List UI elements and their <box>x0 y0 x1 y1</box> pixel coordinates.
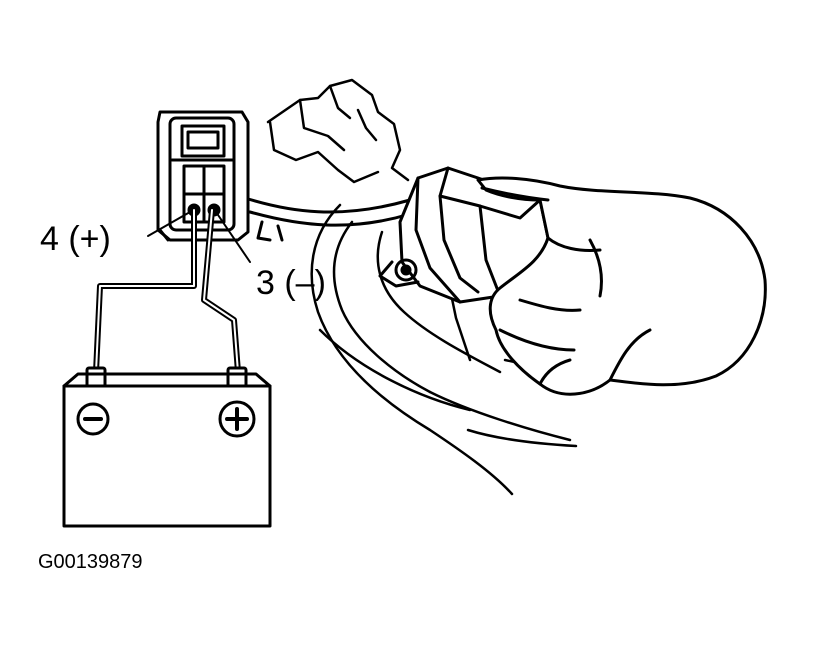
plus-icon <box>218 400 256 438</box>
connector-icon <box>156 110 250 242</box>
wiring-harness <box>243 196 412 242</box>
label-leaders <box>147 211 251 263</box>
relay-icon <box>378 166 550 304</box>
figure-id: G00139879 <box>38 551 143 573</box>
pin-4-positive-label: 4 (+) <box>40 220 111 258</box>
engine-bracket <box>266 78 410 184</box>
test-leads <box>93 207 241 375</box>
battery-icon <box>62 366 272 528</box>
hand-icon <box>476 176 767 396</box>
minus-icon <box>76 402 110 436</box>
pin-3-negative-label: 3 (–) <box>256 264 326 302</box>
